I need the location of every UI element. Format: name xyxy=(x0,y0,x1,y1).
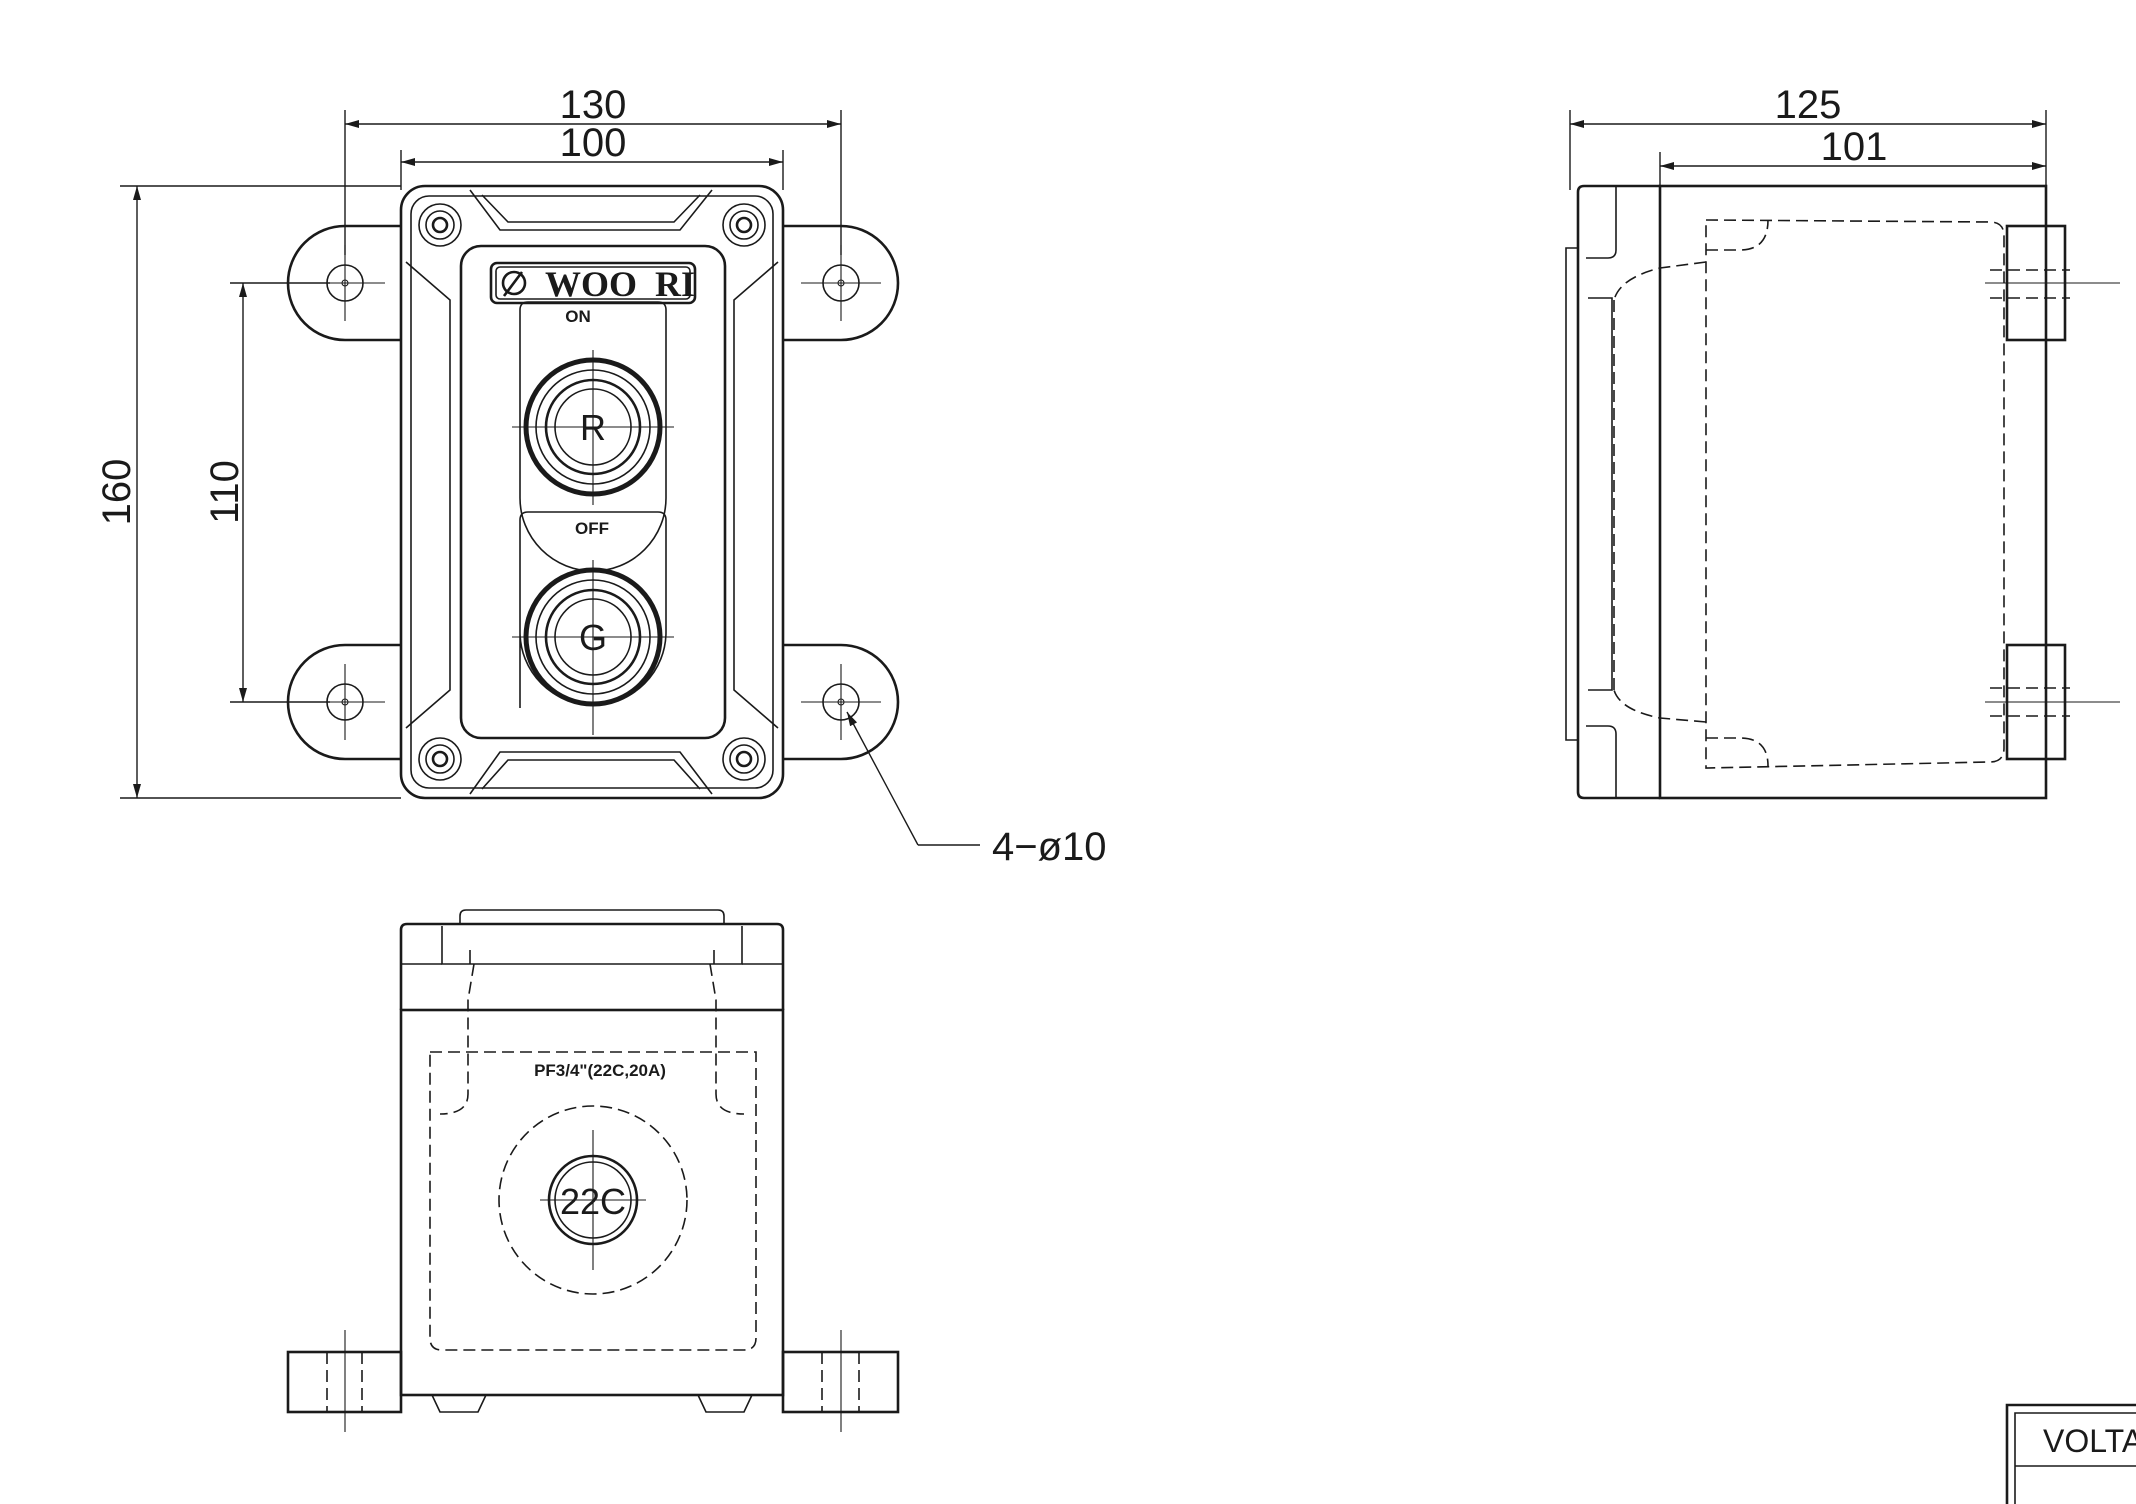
button-off-label: OFF xyxy=(575,519,609,538)
logo-plate xyxy=(489,261,697,305)
hole-callout: 4−ø10 xyxy=(992,825,1107,869)
mounting-ear-top-right xyxy=(783,224,900,342)
dim-body-depth: 101 xyxy=(1821,125,1888,169)
voltage-label: VOLTA xyxy=(2043,1423,2136,1459)
button-on-label: ON xyxy=(565,307,591,326)
bottom-view: 22C PF3/4"(22C,20A) xyxy=(286,909,900,1432)
front-view: WOO RI ON R OFF G 130 100 160 110 xyxy=(95,83,1107,869)
gland-label: 22C xyxy=(560,1181,626,1222)
dim-overall-height: 160 xyxy=(95,459,139,526)
mounting-ear-bottom-right xyxy=(783,643,900,761)
dim-hole-pitch: 110 xyxy=(203,460,247,524)
bottom-body xyxy=(399,1008,785,1397)
enclosure-body xyxy=(399,184,785,800)
conduit-label: PF3/4"(22C,20A) xyxy=(534,1061,666,1080)
logo-text: WOO RI xyxy=(545,264,695,304)
logo-swoosh-icon xyxy=(501,270,527,297)
enclosure-inner-frame xyxy=(410,195,774,789)
mounting-holes xyxy=(305,245,881,740)
side-view: 125 101 xyxy=(1565,83,2120,800)
cover-plate xyxy=(459,244,727,740)
title-block: VOLTA xyxy=(2005,1403,2136,1504)
dim-overall-width: 130 xyxy=(560,83,627,127)
dim-body-width: 100 xyxy=(560,121,627,165)
side-body xyxy=(1658,184,2048,800)
button-off-guard xyxy=(519,511,667,708)
bottom-top-cap xyxy=(399,922,785,1010)
dim-overall-depth: 125 xyxy=(1775,83,1842,127)
side-cover xyxy=(1576,184,1660,800)
corner-screws xyxy=(418,203,766,781)
button-on-guard xyxy=(519,301,667,572)
